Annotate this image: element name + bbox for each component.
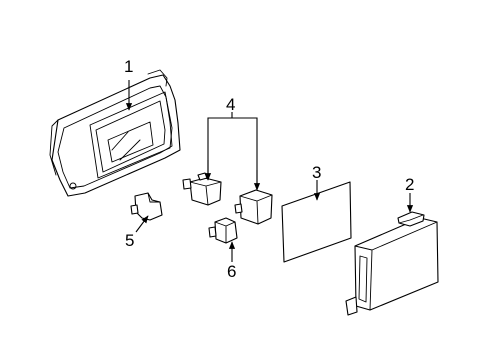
- callout-4: 4: [226, 95, 235, 114]
- relay-left-part-4: [182, 172, 222, 206]
- module-cover-part-2: [345, 211, 439, 316]
- leader-5: [135, 215, 149, 233]
- connector-part-6: [208, 217, 238, 244]
- label-sheet-part-3: [281, 181, 352, 263]
- leader-4-bracket: [207, 117, 258, 189]
- relay-right-part-4: [234, 189, 273, 225]
- callout-3: 3: [312, 163, 321, 182]
- callout-5: 5: [125, 231, 134, 250]
- callout-2: 2: [405, 175, 414, 194]
- callout-labels: 1 2 3 4 5 6: [124, 57, 414, 281]
- callout-6: 6: [227, 262, 236, 281]
- callout-1: 1: [124, 57, 133, 76]
- leader-lines: [125, 80, 414, 262]
- connector-part-5: [130, 192, 163, 221]
- control-module-part-1: [49, 69, 181, 197]
